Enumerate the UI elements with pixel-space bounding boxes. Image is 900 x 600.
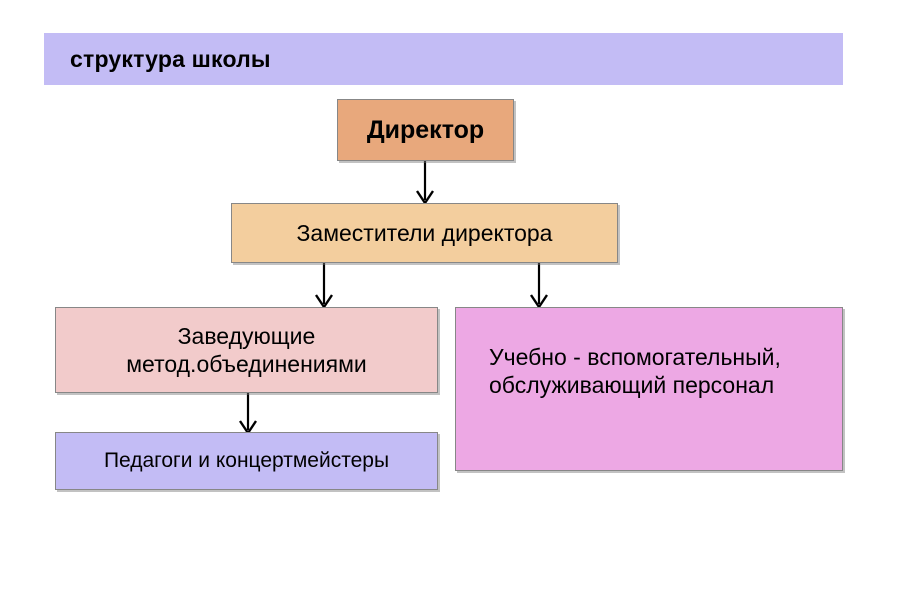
connector-director-to-deputies — [416, 160, 434, 206]
node-heads-of-method-associations[interactable]: Заведующие метод.объединениями — [55, 307, 438, 393]
node-teachers-label: Педагоги и концертмейстеры — [103, 449, 390, 473]
node-support-staff[interactable]: Учебно - вспомогательный, обслуживающий … — [455, 307, 843, 471]
node-director-label: Директор — [366, 115, 485, 144]
node-director[interactable]: Директор — [337, 99, 514, 161]
connector-deputies-to-support — [530, 262, 548, 310]
connector-deputies-to-heads — [315, 262, 333, 310]
connector-heads-to-teachers — [239, 392, 257, 436]
page-title-banner: структура школы — [44, 33, 843, 85]
node-deputies[interactable]: Заместители директора — [231, 203, 618, 263]
node-heads-label: Заведующие метод.объединениями — [126, 322, 367, 377]
node-support-label: Учебно - вспомогательный, обслуживающий … — [489, 344, 781, 399]
node-teachers-and-accompanists[interactable]: Педагоги и концертмейстеры — [55, 432, 438, 490]
page-title: структура школы — [70, 45, 271, 72]
node-deputies-label: Заместители директора — [296, 219, 553, 246]
